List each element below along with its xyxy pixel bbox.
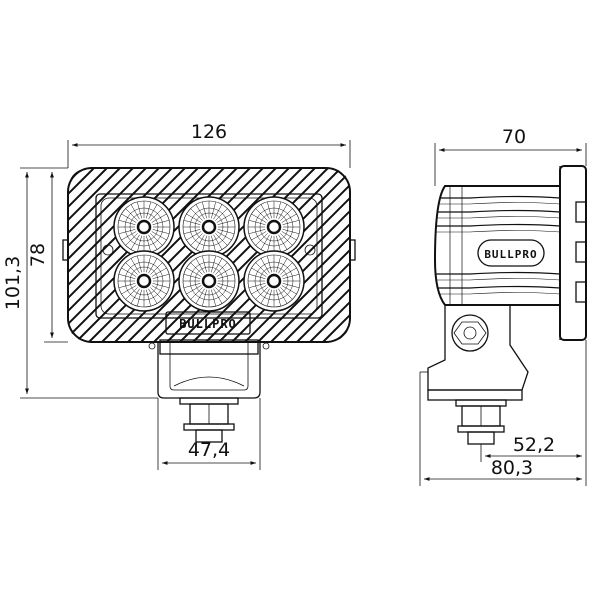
led-reflector — [178, 250, 240, 312]
led-reflector — [243, 196, 305, 258]
pivot-bolt-outer — [451, 314, 489, 352]
front-logo-text: BULLPRO — [179, 317, 237, 331]
led-reflector — [113, 250, 175, 312]
front-view: BULLPRO — [62, 167, 356, 443]
logo-plate — [165, 311, 251, 335]
mount-bracket-inner — [169, 342, 249, 391]
lens-window — [95, 193, 323, 319]
side-bolt-end — [467, 431, 495, 445]
side-bezel — [559, 165, 587, 341]
led-reflector — [243, 250, 305, 312]
dim-total-depth-label: 80,3 — [491, 457, 533, 479]
dim-depth-label: 70 — [502, 126, 526, 148]
dim-width-label: 126 — [191, 121, 227, 143]
dim-outer-height-label: 101,3 — [2, 256, 24, 310]
side-logo-text: BULLPRO — [484, 248, 537, 261]
side-base-plate — [427, 389, 523, 401]
washer-bottom — [183, 423, 235, 431]
side-tab-right — [349, 239, 356, 261]
led-reflector — [113, 196, 175, 258]
led-array — [113, 196, 305, 312]
side-logo-plate — [477, 239, 545, 267]
washer-top — [179, 397, 239, 405]
front-dimensions: 126 101,3 78 47,4 — [2, 121, 351, 470]
bezel-notches — [575, 201, 587, 303]
bracket-cap — [159, 339, 259, 355]
led-reflector — [178, 196, 240, 258]
side-washer-top — [455, 399, 507, 407]
side-mount-block — [427, 305, 529, 391]
side-view: BULLPRO — [419, 165, 587, 445]
dim-bracket-width-label: 47,4 — [188, 439, 230, 461]
side-washer-bottom — [457, 425, 505, 433]
bracket-arc — [173, 376, 245, 387]
dim-mount-offset-label: 52,2 — [513, 434, 555, 456]
side-body-outline — [433, 185, 561, 306]
side-dimensions: 70 52,2 80,3 — [419, 126, 587, 486]
screw-right-upper — [304, 244, 316, 256]
pivot-bolt-hex — [453, 321, 487, 345]
cooling-fins — [436, 186, 560, 305]
bolt-end — [195, 429, 223, 443]
side-tab-left — [62, 239, 69, 261]
dim-body-height-label: 78 — [27, 243, 49, 267]
screw-left-upper — [102, 244, 114, 256]
